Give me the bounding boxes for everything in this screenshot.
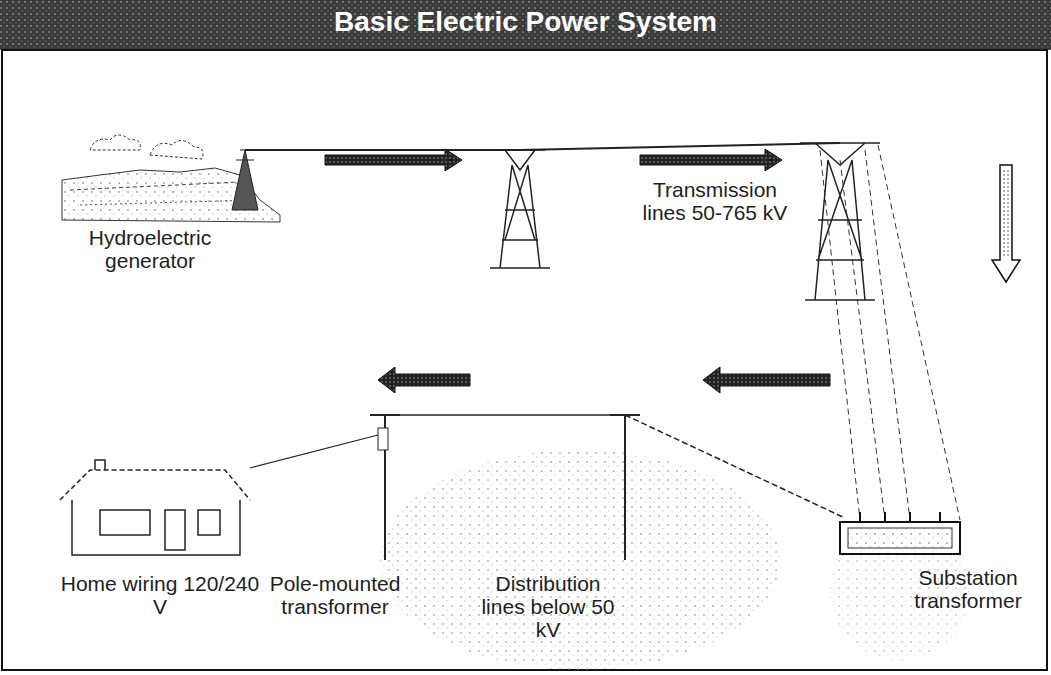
transmission-label: Transmission lines 50-765 kV — [640, 178, 790, 224]
pole-transformer-label: Pole-mounted transformer — [260, 572, 410, 618]
generator-label: Hydroelectric generator — [60, 226, 240, 272]
distribution-label: Distribution lines below 50 kV — [473, 572, 623, 641]
title-banner-text: Basic Electric Power System — [0, 6, 1051, 38]
substation-label: Substation transformer — [893, 566, 1043, 612]
home-wiring-label: Home wiring 120/240 V — [60, 572, 260, 618]
